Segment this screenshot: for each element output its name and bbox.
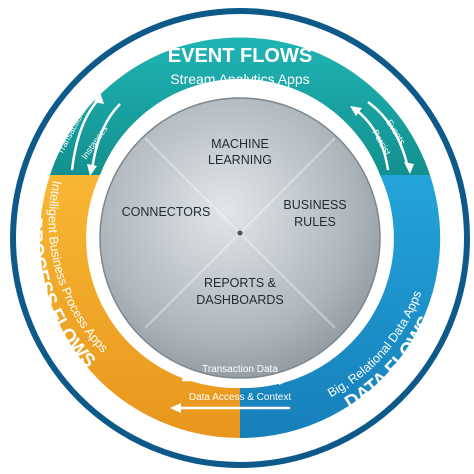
event-flows-subtitle: Stream Analytics Apps — [170, 71, 309, 87]
machine-learning-label-2: LEARNING — [208, 153, 272, 167]
center-dot — [237, 230, 243, 236]
process-flows-segment — [39, 175, 241, 439]
arrowhead-icon — [404, 162, 414, 174]
business-rules-label-1: BUSINESS — [283, 198, 346, 212]
reports-dashboards-label-1: REPORTS & — [204, 276, 277, 290]
business-rules-label-2: RULES — [294, 215, 336, 229]
arrowhead-icon — [350, 106, 362, 116]
center-disc — [99, 97, 381, 379]
arrowhead-icon — [170, 403, 181, 413]
data-flows-segment — [240, 175, 441, 439]
event-flows-title: EVENT FLOWS — [168, 45, 312, 67]
arrowhead-icon — [94, 92, 104, 104]
arrowhead-icon — [87, 164, 97, 176]
data-access-context-label: Data Access & Context — [189, 392, 291, 403]
arrowhead-icon — [279, 375, 290, 385]
down-arrow-left — [90, 103, 121, 171]
transaction-data-label: Transaction Data — [202, 364, 278, 375]
machine-learning-label-1: MACHINE — [211, 137, 269, 151]
reports-dashboards-label-2: DASHBOARDS — [196, 293, 284, 307]
bottom-arrows: Transaction Data Data Access & Context — [170, 364, 291, 413]
event-flows-band — [50, 37, 430, 175]
down-arrow-right — [367, 100, 410, 169]
connectors-label: CONNECTORS — [122, 205, 211, 219]
up-arrow-right — [355, 109, 390, 171]
